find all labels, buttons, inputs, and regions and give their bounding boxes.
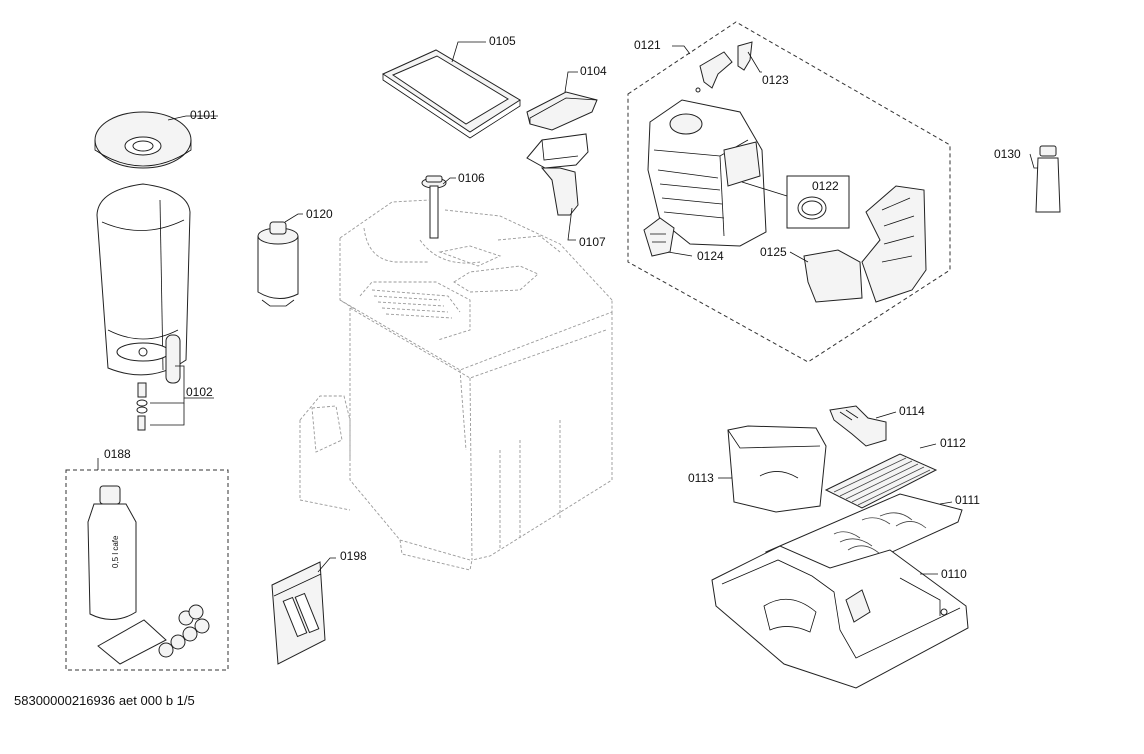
group-box-0121 [627, 21, 951, 363]
label-0130: 0130 [994, 147, 1021, 161]
part-0188-tablets [97, 604, 210, 665]
part-0101-lid [94, 111, 192, 169]
machine-body-ghost [299, 199, 613, 571]
part-0113-grounds-container [727, 425, 827, 513]
part-0112-grille [824, 453, 938, 509]
part-0124-clip [643, 217, 675, 257]
part-0122-seal-ring [786, 175, 850, 229]
label-0121: 0121 [634, 38, 661, 52]
group-box-0188 [65, 469, 229, 671]
part-0121-brew-unit [647, 99, 767, 247]
bottle-label: 0,5 l cafe [111, 535, 120, 568]
label-0113: 0113 [688, 471, 714, 485]
part-0123-latch [695, 41, 753, 93]
part-0102-container [96, 183, 191, 431]
label-0123: 0123 [762, 73, 789, 87]
part-0104-cap [526, 91, 598, 131]
part-0188-bottle: 0,5 l cafe [87, 485, 137, 620]
part-0120-water-filter [257, 221, 299, 307]
label-0111: 0111 [955, 493, 980, 507]
part-0114-connector [829, 405, 887, 447]
label-0104: 0104 [580, 64, 607, 78]
label-0122: 0122 [812, 179, 839, 193]
label-0101: 0101 [190, 108, 217, 122]
label-0114: 0114 [899, 404, 925, 418]
footer-document-id: 58300000216936 aet 000 b 1/5 [14, 693, 195, 708]
part-0106-tube [421, 175, 447, 239]
label-0125: 0125 [760, 245, 787, 259]
part-0105-cover [381, 49, 521, 139]
label-0124: 0124 [697, 249, 724, 263]
part-0198-bag [271, 561, 326, 665]
part-0130-grease-tube [1035, 145, 1061, 213]
part-0110-drip-tray [711, 545, 969, 689]
label-0105: 0105 [489, 34, 516, 48]
label-0198: 0198 [340, 549, 367, 563]
label-0188: 0188 [104, 447, 131, 461]
label-0112: 0112 [940, 436, 966, 450]
part-0125-housing [803, 185, 927, 303]
label-0106: 0106 [458, 171, 485, 185]
label-0110: 0110 [941, 567, 967, 581]
part-0107-funnel [526, 133, 589, 216]
label-0107: 0107 [579, 235, 606, 249]
label-0120: 0120 [306, 207, 333, 221]
label-0102: 0102 [186, 385, 213, 399]
